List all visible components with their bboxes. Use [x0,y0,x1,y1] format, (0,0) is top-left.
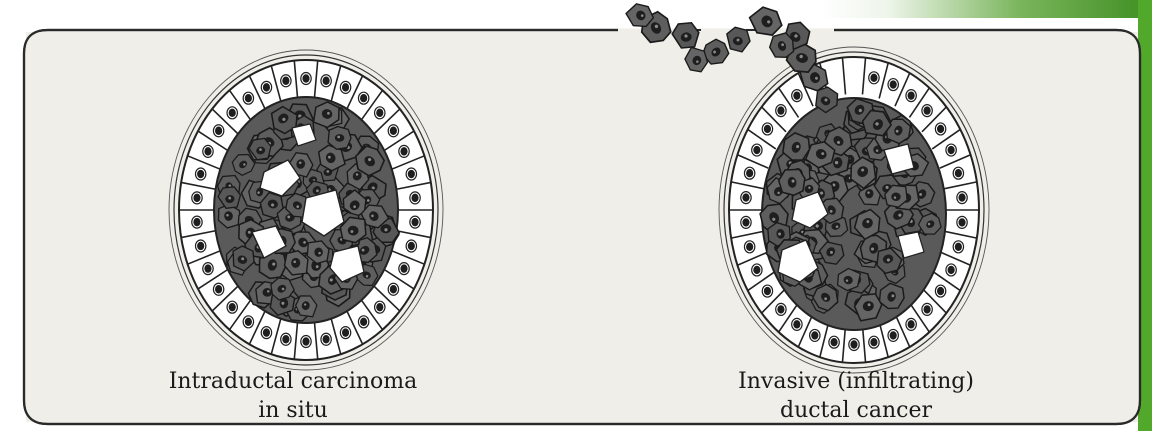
nucleus-core [263,328,270,336]
nucleus-core [870,74,877,82]
nucleus-core [360,318,367,326]
nucleus-core [197,170,204,178]
nucleus-core [390,127,397,135]
nucleus-core [908,320,915,328]
nucleus-core [376,303,383,311]
nucleus-core [746,169,753,177]
nucleus-core [948,266,955,274]
nucleus-core [890,80,897,88]
nucleus-core [958,218,965,226]
nucleus-core [215,285,222,293]
nucleus-core [390,285,397,293]
nucleus-core [937,287,944,295]
caption-right-line1: Invasive (infiltrating) [738,369,974,394]
nucleus-core [411,194,418,202]
nucleus-core [764,287,771,295]
nucleus-core [923,106,930,114]
nucleus-core [742,193,749,201]
nucleus-core [323,77,330,85]
nucleus-core [408,170,415,178]
nucleus-core [753,266,760,274]
caption-left-line1: Intraductal carcinoma [169,369,418,394]
nucleus-core [229,303,236,311]
nucleus-core [811,331,818,339]
nucleus-core [193,194,200,202]
nucleus-core [753,146,760,154]
nucleus-core [342,83,349,91]
nucleus-core [923,305,930,313]
nucleus-core [360,94,367,102]
nucleus-core [793,320,800,328]
nucleus-core [376,109,383,117]
nucleus-core [193,218,200,226]
nucleus-core [342,328,349,336]
nucleus-core [870,338,877,346]
nucleus-core [302,74,309,82]
nucleus-core [245,318,252,326]
nucleus-core [777,305,784,313]
nucleus-core [958,193,965,201]
nucleus-core [263,83,270,91]
nucleus-core [764,125,771,133]
nucleus-core [197,242,204,250]
nucleus-core [400,264,407,272]
nucleus-core [948,146,955,154]
nucleus-core [955,169,962,177]
nucleus-core [850,340,857,348]
nucleus-core [400,147,407,155]
nucleus-core [408,242,415,250]
nucleus-core [777,106,784,114]
nucleus-core [215,127,222,135]
nucleus-core [955,243,962,251]
nucleus-core [830,338,837,346]
nucleus-core [937,125,944,133]
nucleus-core [282,335,289,343]
nucleus-core [411,218,418,226]
nucleus-core [245,94,252,102]
nucleus-core [742,218,749,226]
nucleus-core [890,331,897,339]
nucleus-core [282,77,289,85]
nucleus-core [229,109,236,117]
nucleus-core [323,335,330,343]
nucleus-core [746,243,753,251]
nucleus-core [302,337,309,345]
nucleus-core [204,147,211,155]
nucleus-core [204,264,211,272]
caption-left-line2: in situ [258,398,328,423]
nucleus-core [793,91,800,99]
caption-right-line2: ductal cancer [780,398,933,423]
nucleus-core [908,91,915,99]
